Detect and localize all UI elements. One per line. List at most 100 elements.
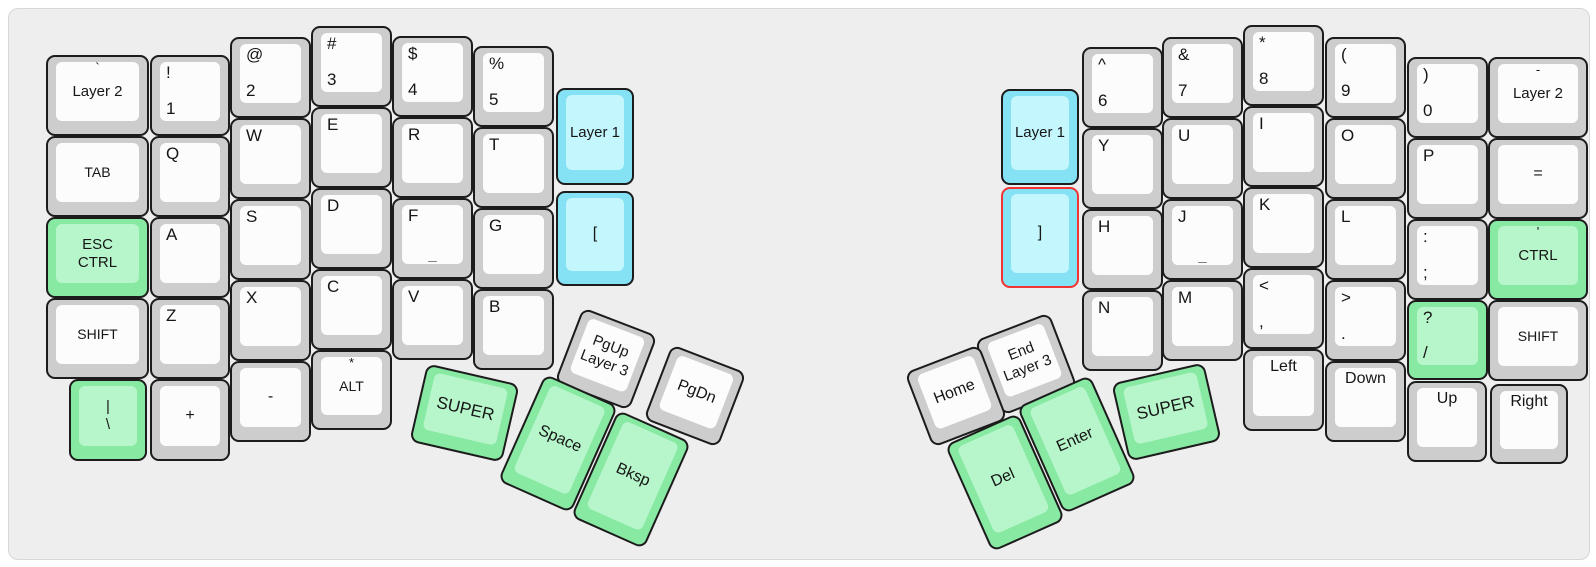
key-less-comma[interactable]: <,	[1243, 268, 1324, 349]
key-a[interactable]: A	[150, 217, 230, 298]
key-right-bracket[interactable]: ]	[1001, 187, 1079, 288]
key-legend: Right	[1510, 393, 1548, 410]
key-n[interactable]: N	[1082, 290, 1163, 371]
key-greater-period[interactable]: >.	[1325, 280, 1406, 361]
key-p[interactable]: P	[1407, 138, 1488, 219]
key-legend: 2	[246, 80, 256, 100]
key-s[interactable]: S	[230, 199, 311, 280]
key-legend: N	[1098, 298, 1111, 317]
key-legend: *	[348, 355, 355, 370]
key-legend: E	[327, 115, 339, 134]
key-i[interactable]: I	[1243, 106, 1324, 187]
key-d[interactable]: D	[311, 188, 392, 269]
key-v[interactable]: V	[392, 279, 473, 360]
key-k[interactable]: K	[1243, 187, 1324, 268]
key-legend: <	[1259, 276, 1269, 295]
key-amp-7[interactable]: &7	[1162, 37, 1243, 118]
key-star-alt[interactable]: *ALT	[311, 350, 392, 430]
key-pipe-backslash[interactable]: |\	[69, 379, 147, 461]
key-dollar-4[interactable]: $4	[392, 36, 473, 117]
key-j[interactable]: J_	[1162, 199, 1243, 280]
key-layer1-left[interactable]: Layer 1	[556, 88, 634, 185]
key-left-bracket[interactable]: [	[556, 191, 634, 286]
keycap-top: R	[402, 124, 463, 183]
keycap-top: @2	[240, 44, 301, 103]
key-super-right[interactable]: SUPER	[1111, 362, 1222, 462]
key-legend: |	[106, 398, 110, 416]
key-e[interactable]: E	[311, 107, 392, 188]
key-legend: Layer 1	[1014, 124, 1066, 142]
keycap-top: L	[1335, 206, 1396, 265]
key-o[interactable]: O	[1325, 118, 1406, 199]
key-quote-ctrl[interactable]: 'CTRL	[1488, 219, 1588, 300]
key-arrow-down[interactable]: Down	[1325, 361, 1406, 442]
key-tab[interactable]: TAB	[46, 136, 149, 217]
key-y[interactable]: Y	[1082, 128, 1163, 209]
key-h[interactable]: H	[1082, 209, 1163, 290]
key-arrow-left[interactable]: Left	[1243, 349, 1324, 431]
keycap-top: T	[483, 134, 544, 193]
key-legend: Left	[1270, 358, 1297, 375]
key-w[interactable]: W	[230, 118, 311, 199]
keycap-top: F_	[402, 205, 463, 264]
key-super-left[interactable]: SUPER	[409, 363, 520, 463]
key-shift-right[interactable]: SHIFT	[1488, 300, 1588, 381]
key-c[interactable]: C	[311, 269, 392, 350]
key-plus[interactable]: +	[150, 379, 230, 461]
key-t[interactable]: T	[473, 127, 554, 208]
key-paren-9[interactable]: (9	[1325, 37, 1406, 118]
key-q[interactable]: Q	[150, 136, 230, 217]
key-legend: SUPER	[1134, 391, 1197, 424]
key-at-2[interactable]: @2	[230, 37, 311, 118]
key-r[interactable]: R	[392, 117, 473, 198]
key-legend: )	[1423, 65, 1429, 84]
keycap-top: U	[1172, 125, 1233, 184]
key-legend: (	[1341, 45, 1347, 64]
keycap-top: C	[321, 276, 382, 335]
key-legend: I	[1259, 114, 1264, 133]
key-dash-layer2[interactable]: -Layer 2	[1488, 57, 1588, 138]
keycap-top: S	[240, 206, 301, 265]
keycap-top: Y	[1092, 135, 1153, 194]
key-u[interactable]: U	[1162, 118, 1243, 199]
keycap-top: Layer 1	[566, 95, 624, 170]
keycap-top: ^6	[1092, 54, 1153, 113]
key-g[interactable]: G	[473, 208, 554, 289]
key-legend: =	[1533, 165, 1543, 183]
key-l[interactable]: L	[1325, 199, 1406, 280]
key-colon-semicolon[interactable]: :;	[1407, 219, 1488, 300]
key-arrow-right[interactable]: Right	[1490, 384, 1568, 464]
key-percent-5[interactable]: %5	[473, 46, 554, 127]
key-z[interactable]: Z	[150, 298, 230, 379]
key-arrow-up[interactable]: Up	[1407, 381, 1487, 462]
key-legend: X	[246, 288, 258, 307]
key-m[interactable]: M	[1162, 280, 1243, 361]
key-legend: TAB	[84, 164, 111, 181]
key-layer1-right[interactable]: Layer 1	[1001, 89, 1079, 185]
key-grave-layer2[interactable]: `Layer 2	[46, 55, 149, 136]
key-equals[interactable]: =	[1488, 138, 1588, 219]
key-f[interactable]: F_	[392, 198, 473, 279]
key-paren-0[interactable]: )0	[1407, 57, 1488, 138]
key-caret-6[interactable]: ^6	[1082, 47, 1163, 128]
key-question-slash[interactable]: ?/	[1407, 300, 1488, 380]
keycap-top: M	[1172, 287, 1233, 346]
key-legend: Down	[1345, 370, 1386, 387]
key-legend: 4	[408, 79, 418, 99]
key-exclaim-1[interactable]: !1	[150, 55, 230, 136]
key-shift-left[interactable]: SHIFT	[46, 298, 149, 379]
key-b[interactable]: B	[473, 289, 554, 370]
key-minus[interactable]: -	[230, 361, 311, 442]
key-legend: '	[1536, 224, 1540, 239]
key-legend: F	[408, 206, 419, 225]
key-legend: PgDn	[675, 376, 719, 407]
key-star-8[interactable]: *8	[1243, 25, 1324, 106]
keycap-top: A	[160, 224, 220, 283]
key-hash-3[interactable]: #3	[311, 26, 392, 107]
key-x[interactable]: X	[230, 280, 311, 361]
keycap-top: H	[1092, 216, 1153, 275]
keycap-top: PgDn	[658, 354, 735, 431]
